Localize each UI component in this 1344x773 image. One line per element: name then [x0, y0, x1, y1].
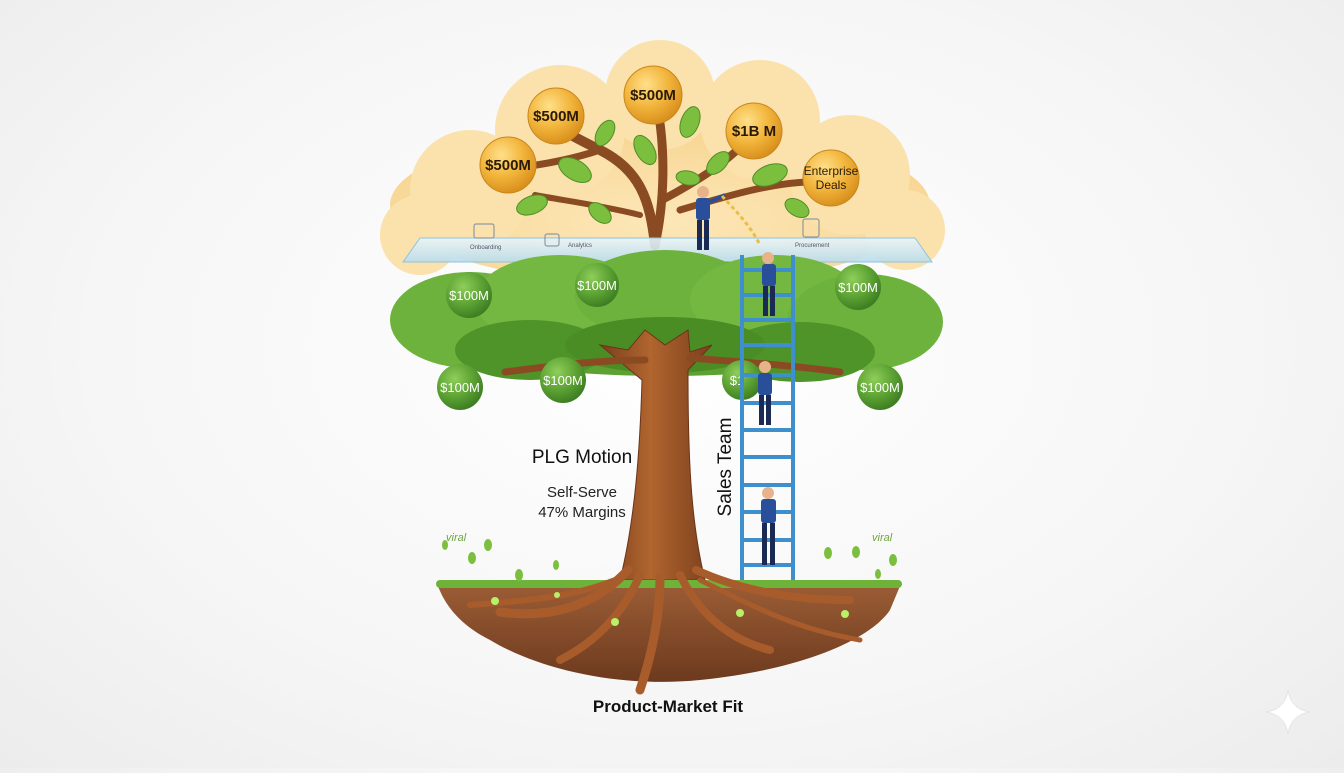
sales-team-label: Sales Team [715, 418, 736, 517]
svg-text:Deals: Deals [816, 178, 847, 192]
green-fruit-1: $100M [446, 272, 492, 318]
sparkle-icon [1265, 689, 1311, 735]
svg-text:Analytics: Analytics [568, 243, 592, 249]
svg-text:$500M: $500M [533, 108, 579, 125]
plg-motion-label: PLG Motion [532, 447, 632, 468]
ground [436, 580, 902, 682]
svg-text:$100M: $100M [543, 373, 583, 388]
gold-fruit-4: $1B M [725, 102, 783, 160]
person-climbing-1 [762, 252, 776, 316]
person-top-harvesting [696, 186, 762, 250]
gold-fruit-2: $500M [527, 87, 585, 145]
green-fruit-4: $100M [437, 364, 483, 410]
procurement-icon [802, 218, 820, 238]
gold-fruit-3: $500M [623, 65, 683, 125]
svg-text:$1B M: $1B M [732, 123, 776, 140]
svg-text:$100M: $100M [860, 380, 900, 395]
gold-fruit-1: $500M [479, 136, 537, 194]
svg-text:$500M: $500M [630, 87, 676, 104]
viral-label-right: viral [872, 532, 893, 544]
svg-text:Onboarding: Onboarding [470, 245, 501, 251]
person-climbing-2 [758, 361, 772, 425]
svg-text:$100M: $100M [838, 280, 878, 295]
person-bottom-thinking [761, 487, 776, 565]
sprouts-right [824, 546, 897, 579]
analytics-icon [544, 233, 560, 247]
onboarding-icon [473, 223, 495, 239]
margins-label: 47% Margins [538, 504, 626, 521]
sprouts-left [442, 539, 559, 581]
svg-text:$100M: $100M [440, 380, 480, 395]
svg-text:$500M: $500M [485, 157, 531, 174]
svg-text:Enterprise: Enterprise [804, 164, 859, 178]
gold-fruit-enterprise-deals: Enterprise Deals [802, 149, 860, 207]
green-fruit-2: $100M [575, 263, 619, 307]
green-fruit-3: $100M [835, 264, 881, 310]
svg-text:$100M: $100M [577, 278, 617, 293]
glass-shelf: Onboarding Analytics Procurement [402, 218, 933, 263]
upper-leaves [516, 106, 810, 224]
root-glow [491, 592, 849, 626]
green-fruit-5: $100M [540, 357, 586, 403]
svg-text:Procurement: Procurement [795, 243, 830, 249]
viral-label-left: viral [446, 532, 467, 544]
green-fruit-7: $100M [857, 364, 903, 410]
svg-text:$100M: $100M [449, 288, 489, 303]
self-serve-label: Self-Serve [547, 484, 617, 501]
product-market-fit-label: Product-Market Fit [593, 697, 744, 716]
